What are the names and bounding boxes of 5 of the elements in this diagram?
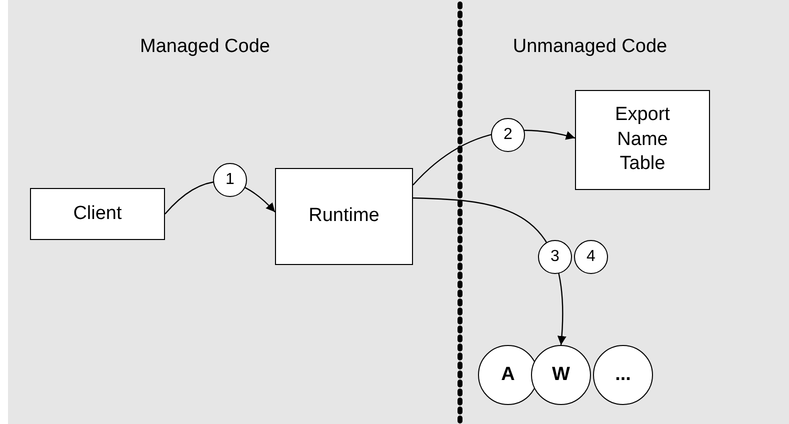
process-box: Runtime	[275, 168, 413, 265]
region-label: Unmanaged Code	[512, 36, 668, 58]
process-box: Client	[30, 188, 165, 240]
region-label: Managed Code	[140, 36, 270, 58]
table-box: Export Name Table	[575, 90, 710, 190]
